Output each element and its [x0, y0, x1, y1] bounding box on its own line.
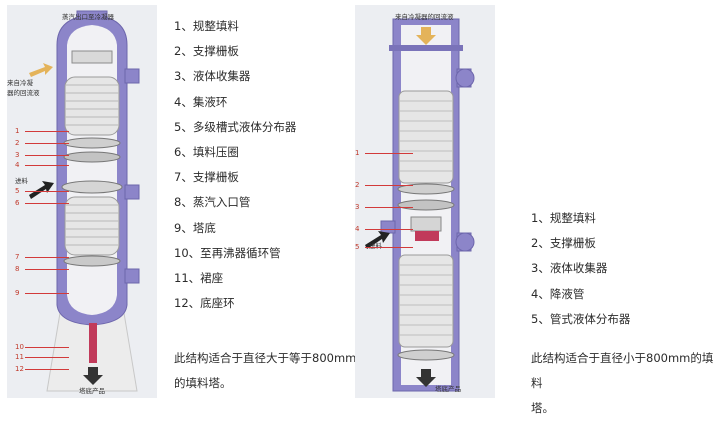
- right-callout-leader: [365, 184, 413, 186]
- right-callout-number: 2: [355, 181, 360, 189]
- left-callout-number: 12: [15, 365, 24, 373]
- right-callout: 5: [355, 241, 413, 253]
- right-callout-leader: [365, 246, 413, 248]
- right-column-svg: [355, 5, 495, 398]
- left-feed-label: 进料: [15, 177, 28, 185]
- left-note-line-2: 的填料塔。: [174, 376, 232, 390]
- right-legend-item: 1、规整填料: [531, 211, 596, 225]
- left-legend-item: 8、蒸汽入口管: [174, 195, 251, 210]
- left-callout: 10: [15, 341, 69, 353]
- left-callout-leader: [25, 202, 69, 204]
- left-callout-leader: [25, 164, 69, 166]
- right-legend-item: 3、液体收集器: [531, 261, 608, 276]
- left-reflux-label-2: 器的回流液: [7, 89, 40, 97]
- left-legend-item: 3、液体收集器: [174, 69, 251, 84]
- left-note: 此结构适合于直径大于等于800mm 的填料塔。: [174, 346, 356, 396]
- left-callout: 1: [15, 125, 69, 137]
- left-callout-number: 4: [15, 161, 20, 169]
- left-callout: 5: [15, 185, 69, 197]
- left-callout-leader: [25, 268, 69, 270]
- left-bottom-label: 塔底产品: [79, 387, 105, 395]
- left-callout-leader: [25, 368, 69, 370]
- left-callout-number: 9: [15, 289, 20, 297]
- right-feed-arrow: [365, 231, 390, 249]
- left-callout-number: 5: [15, 187, 20, 195]
- left-legend-item: 1、规整填料: [174, 19, 239, 33]
- left-legend-item: 7、支撑栅板: [174, 170, 239, 185]
- right-note: 此结构适合于直径小于800mm的填料 塔。: [531, 346, 720, 421]
- left-legend-item: 6、填料压圈: [174, 145, 239, 160]
- left-legend-item: 2、支撑栅板: [174, 44, 239, 59]
- reflux-inlet-arrow: [29, 63, 53, 77]
- left-callout-number: 3: [15, 151, 20, 159]
- left-callout-leader: [25, 154, 69, 156]
- right-legend-item: 4、降液管: [531, 286, 585, 301]
- right-bottom-arrow: [416, 369, 436, 387]
- left-callout: 6: [15, 197, 69, 209]
- left-callout: 12: [15, 363, 69, 375]
- left-legend-item: 4、集液环: [174, 94, 228, 109]
- left-legend-item: 11、裙座: [174, 271, 224, 286]
- right-legend-item: 5、管式液体分布器: [531, 311, 631, 326]
- right-top-label: 来自冷凝器的回流液: [395, 13, 454, 21]
- left-callout: 8: [15, 263, 69, 275]
- left-callout: 7: [15, 251, 69, 263]
- right-callout-number: 4: [355, 225, 360, 233]
- left-callout-leader: [25, 356, 69, 358]
- right-note-line-2: 塔。: [531, 401, 554, 415]
- right-feed-label: 进料: [369, 240, 382, 250]
- left-callout-number: 8: [15, 265, 20, 273]
- left-callout-number: 11: [15, 353, 24, 361]
- left-callout-leader: [25, 130, 69, 132]
- right-callout: 4: [355, 223, 413, 235]
- left-callout-number: 1: [15, 127, 20, 135]
- left-legend-item: 12、底座环: [174, 296, 235, 311]
- bottom-product-arrow: [83, 367, 103, 385]
- left-legend: 1、规整填料 2、支撑栅板 3、液体收集器 4、集液环 5、多级槽式液体分布器 6、填料压…: [174, 14, 296, 316]
- left-callout: 4: [15, 159, 69, 171]
- feed-arrow: [29, 181, 54, 199]
- left-callout-leader: [25, 292, 69, 294]
- right-callout: 2: [355, 179, 413, 191]
- right-note-line-1: 此结构适合于直径小于800mm的填料: [531, 351, 714, 390]
- right-legend-item: 2、支撑栅板: [531, 236, 596, 251]
- left-reflux-label-1: 来自冷凝: [7, 79, 33, 87]
- right-callout-leader: [365, 206, 413, 208]
- right-legend: 1、规整填料 2、支撑栅板 3、液体收集器 4、降液管 5、管式液体分布器: [531, 206, 630, 332]
- left-legend-item: 10、至再沸器循环管: [174, 245, 281, 260]
- left-callout-number: 2: [15, 139, 20, 147]
- left-callout: 9: [15, 287, 69, 299]
- left-callout-leader: [25, 346, 69, 348]
- right-reflux-arrow: [416, 27, 436, 45]
- left-callout: 11: [15, 351, 69, 363]
- left-legend-item: 9、塔底: [174, 220, 216, 235]
- left-legend-item: 5、多级槽式液体分布器: [174, 119, 297, 134]
- right-callout: 1: [355, 147, 413, 159]
- right-callout-number: 5: [355, 243, 360, 251]
- left-callout-number: 7: [15, 253, 20, 261]
- right-column-diagram: 来自冷凝器的回流液 进料 塔底产品 1 2 3 4 5: [355, 5, 495, 398]
- right-callout-leader: [365, 152, 413, 154]
- right-callout-leader: [365, 228, 413, 230]
- left-callout-leader: [25, 190, 69, 192]
- left-column-svg: [7, 5, 157, 398]
- left-callout: 2: [15, 137, 69, 149]
- left-callout-number: 10: [15, 343, 24, 351]
- right-callout-number: 3: [355, 203, 360, 211]
- right-callout: 3: [355, 201, 413, 213]
- left-callout-leader: [25, 142, 69, 144]
- left-callout: 3: [15, 149, 69, 161]
- right-callout-number: 1: [355, 149, 360, 157]
- left-callout-number: 6: [15, 199, 20, 207]
- left-note-line-1: 此结构适合于直径大于等于800mm: [174, 351, 357, 365]
- left-top-label: 蒸汽出口至冷凝器: [62, 13, 114, 21]
- left-callout-leader: [25, 256, 69, 258]
- right-bottom-label: 塔底产品: [435, 385, 461, 393]
